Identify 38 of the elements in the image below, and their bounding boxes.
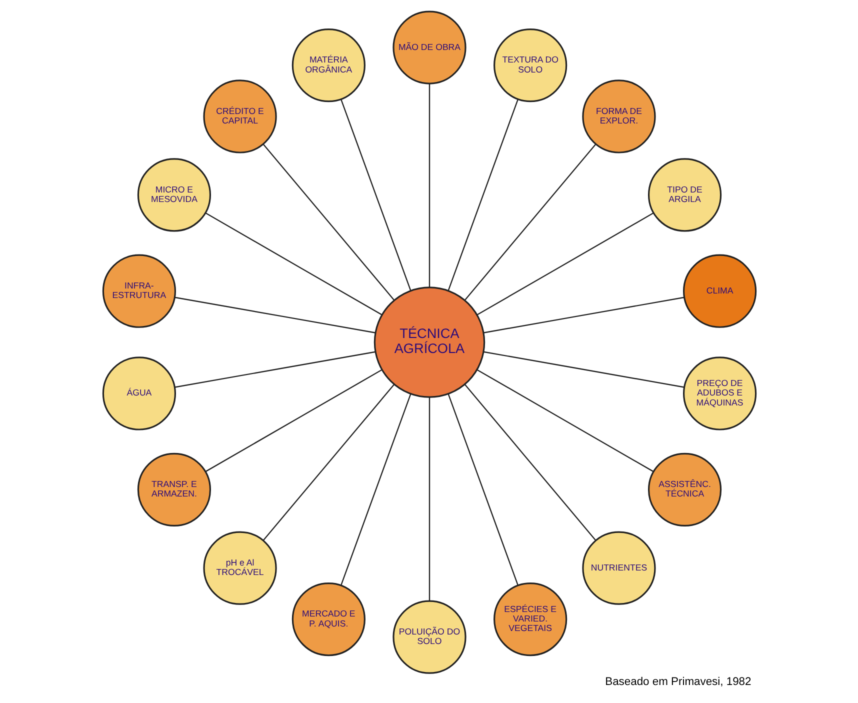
- node-circle: POLUIÇÃO DO SOLO: [392, 600, 466, 674]
- connector: [340, 394, 411, 586]
- node-circle: MERCADO E P. AQUIS.: [291, 582, 365, 656]
- connector: [428, 84, 430, 288]
- connector: [262, 144, 394, 300]
- node-circle: pH e Al TROCÁVEL: [202, 531, 276, 605]
- connector: [262, 384, 394, 541]
- node-circle: CLIMA: [682, 254, 756, 328]
- node-circle: TÉCNICA AGRÍCOLA: [373, 286, 485, 398]
- connector: [447, 394, 518, 586]
- connector: [428, 397, 430, 602]
- connector: [340, 98, 411, 291]
- connector: [483, 296, 684, 334]
- node-circle: FORMA DE EXPLOR.: [582, 80, 656, 154]
- connector: [174, 351, 375, 388]
- node-circle: TEXTURA DO SOLO: [493, 28, 567, 102]
- node-circle: ASSISTÊNC. TÉCNICA: [647, 452, 722, 526]
- node-circle: PREÇO DE ADUBOS E MÁQUINAS: [682, 356, 756, 430]
- node-circle: MÃO DE OBRA: [392, 10, 466, 84]
- node-circle: TRANSP. E ARMAZEN.: [136, 452, 211, 526]
- connector: [483, 351, 684, 388]
- connector: [464, 384, 596, 541]
- node-circle: INFRA-ESTRUTURA: [102, 254, 176, 328]
- node-circle: NUTRIENTES: [582, 531, 656, 605]
- node-circle: MATÉRIA ORGÂNICA: [291, 28, 365, 102]
- node-circle: ÁGUA: [102, 356, 176, 430]
- connector: [204, 212, 382, 316]
- connector: [447, 98, 518, 291]
- node-circle: ESPÉCIES E VARIED. VEGETAIS: [493, 582, 567, 656]
- connector: [464, 144, 596, 300]
- caption: Baseado em Primavesi, 1982: [604, 676, 751, 688]
- connector: [476, 212, 654, 316]
- connector: [476, 369, 654, 472]
- node-circle: TIPO DE ARGILA: [647, 158, 722, 232]
- node-circle: MICRO E MESOVIDA: [136, 158, 211, 232]
- connector: [204, 369, 382, 472]
- connector: [174, 296, 375, 334]
- node-circle: CRÉDITO E CAPITAL: [202, 80, 276, 154]
